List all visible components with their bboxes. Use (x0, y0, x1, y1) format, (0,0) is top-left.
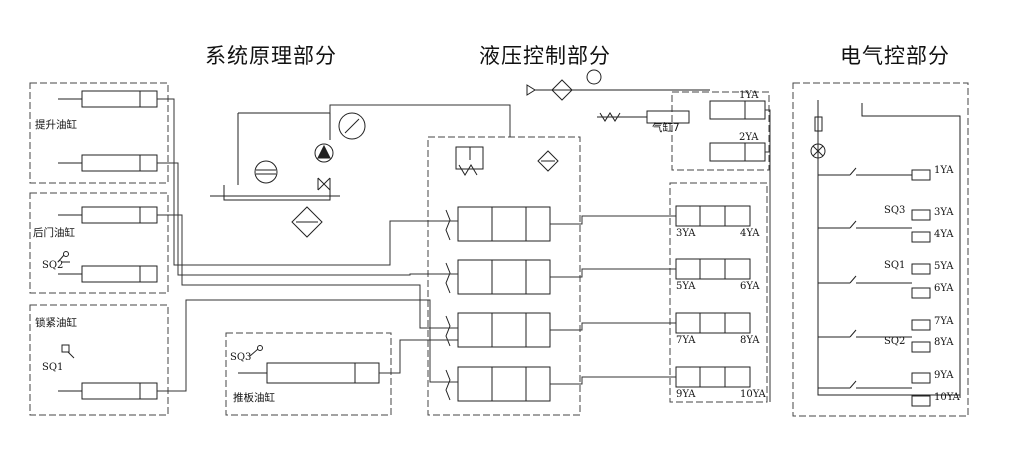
pump-station (210, 112, 366, 238)
electrical-wiring (810, 100, 961, 398)
pressure-filter (537, 150, 559, 172)
label-1ya-hyd: 1YA (739, 90, 759, 101)
air-supply-line (526, 69, 710, 101)
electrical-panel-frame (792, 82, 969, 417)
lift-cylinder-lower (58, 154, 158, 172)
coil-symbols (911, 169, 931, 407)
label-9ya-hyd: 9YA (676, 389, 696, 400)
rear-door-cylinder-upper (58, 206, 158, 224)
label-7ya-hyd: 7YA (676, 335, 696, 346)
relay-switches (818, 167, 912, 389)
label-6ya-elec: 6YA (934, 283, 954, 294)
directional-valve-2 (445, 259, 551, 295)
gas-cylinder (597, 110, 690, 124)
label-3ya-hyd: 3YA (676, 228, 696, 239)
push-plate-cylinder (238, 362, 380, 384)
section-title-system: 系统原理部分 (205, 44, 337, 68)
label-1ya-elec: 1YA (934, 165, 954, 176)
hydraulic-solenoid-labels: 1YA 2YA 3YA 4YA 5YA 6YA 7YA 8YA 9YA 10YA (676, 90, 767, 400)
label-6ya-hyd: 6YA (740, 281, 760, 292)
label-2ya-hyd: 2YA (739, 132, 759, 143)
label-4ya-elec: 4YA (934, 229, 954, 240)
push-plate-cylinder-label: 推板油缸 (233, 391, 275, 404)
lift-cylinder-upper (58, 90, 158, 108)
solenoid-valve-7ya-8ya (675, 312, 751, 334)
label-5ya-hyd: 5YA (676, 281, 696, 292)
label-sq1-elec: SQ1 (884, 260, 905, 271)
lock-cylinder (58, 382, 158, 400)
cylinder-group-frames (29, 82, 392, 416)
label-3ya-elec: 3YA (934, 207, 954, 218)
label-sq2-elec: SQ2 (884, 336, 905, 347)
lock-cylinder-label: 锁紧油缸 (35, 316, 77, 329)
section-title-hydraulic: 液压控制部分 (479, 44, 611, 68)
section-title-electrical: 电气控部分 (840, 44, 950, 68)
label-10ya-hyd: 10YA (740, 389, 767, 400)
valve-bank-frame (427, 91, 770, 416)
label-10ya-elec: 10YA (934, 392, 961, 403)
directional-valve-4 (445, 366, 551, 402)
sensor-sq2-left-icon (57, 251, 70, 263)
rear-door-cylinder-lower (58, 265, 158, 283)
lift-cylinder-label: 提升油缸 (35, 118, 77, 131)
directional-valve-1 (445, 206, 551, 242)
electrical-labels: 1YA 3YA 4YA 5YA 6YA 7YA 8YA 9YA 10YA SQ3… (884, 165, 961, 403)
relief-valve (455, 146, 484, 176)
label-7ya-elec: 7YA (934, 316, 954, 327)
label-8ya-hyd: 8YA (740, 335, 760, 346)
label-4ya-hyd: 4YA (740, 228, 760, 239)
rear-door-cylinder-label: 后门油缸 (33, 226, 75, 239)
solenoid-valve-9ya-10ya (675, 366, 751, 388)
solenoid-valve-5ya-6ya (675, 258, 751, 280)
directional-valve-3 (445, 312, 551, 348)
solenoid-valve-1ya (709, 100, 766, 120)
label-8ya-elec: 8YA (934, 337, 954, 348)
sensor-sq1-left-label: SQ1 (42, 362, 63, 373)
label-9ya-elec: 9YA (934, 370, 954, 381)
label-5ya-elec: 5YA (934, 261, 954, 272)
sensor-sq3-left-label: SQ3 (230, 352, 251, 363)
sensor-sq3-left-icon (249, 345, 263, 357)
solenoid-valve-2ya (709, 142, 766, 162)
sensor-sq1-left-icon (61, 344, 75, 359)
sensor-sq2-left-label: SQ2 (42, 260, 63, 271)
solenoid-valve-3ya-4ya (675, 205, 751, 227)
gas-cylinder-label: 气缸7 (652, 121, 680, 134)
label-sq3-elec: SQ3 (884, 205, 905, 216)
hydraulic-piping (157, 98, 771, 402)
